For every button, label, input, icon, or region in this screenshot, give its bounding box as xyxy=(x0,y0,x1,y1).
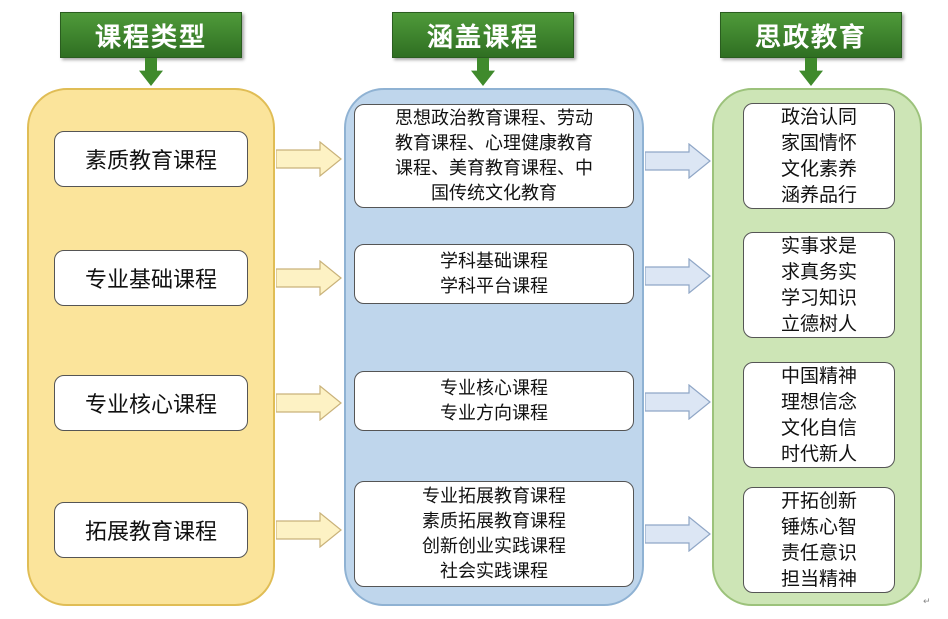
covered-course-line: 创新创业实践课程 xyxy=(422,536,566,557)
ideological-education-line: 文化自信 xyxy=(780,417,857,439)
covered-course-line: 学科基础课程 xyxy=(440,251,548,272)
course-type-label: 素质教育课程 xyxy=(84,149,217,174)
ideological-education-line: 涵养品行 xyxy=(780,184,857,206)
course-type-label: 拓展教育课程 xyxy=(84,520,217,545)
paragraph-mark: ↵ xyxy=(923,597,931,607)
right-arrow-icon xyxy=(276,512,342,548)
right-arrow-icon xyxy=(645,258,711,294)
ideological-education-line: 开拓创新 xyxy=(780,490,857,512)
ideological-education-line: 立德树人 xyxy=(780,313,857,335)
ideological-education-line: 政治认同 xyxy=(780,106,857,128)
right-arrow-icon xyxy=(276,260,342,296)
covered-course-line: 国传统文化教育 xyxy=(431,183,557,204)
covered-course-box: 专业核心课程 专业方向课程 xyxy=(354,371,634,431)
header-ideological-education: 思政教育 xyxy=(720,12,902,58)
course-type-box: 专业核心课程 xyxy=(54,375,248,431)
right-arrow-icon xyxy=(276,141,342,177)
covered-course-line: 课程、美育教育课程、中 xyxy=(395,158,593,179)
ideological-education-line: 时代新人 xyxy=(780,443,857,465)
right-arrow-icon xyxy=(645,516,711,552)
course-type-label: 专业基础课程 xyxy=(84,268,217,293)
right-arrow-icon xyxy=(645,143,711,179)
right-arrow-icon xyxy=(276,385,342,421)
ideological-education-line: 家国情怀 xyxy=(780,132,857,154)
covered-course-line: 教育课程、心理健康教育 xyxy=(395,133,593,154)
course-type-box: 拓展教育课程 xyxy=(54,502,248,558)
covered-course-box: 学科基础课程 学科平台课程 xyxy=(354,244,634,304)
ideological-education-box: 政治认同 家国情怀 文化素养 涵养品行 xyxy=(743,103,895,209)
ideological-education-line: 学习知识 xyxy=(780,287,857,309)
right-arrow-icon xyxy=(645,384,711,420)
ideological-education-line: 中国精神 xyxy=(780,365,857,387)
down-arrow-icon xyxy=(799,58,823,86)
ideological-education-line: 担当精神 xyxy=(780,568,857,590)
ideological-education-line: 锤炼心智 xyxy=(780,516,857,538)
ideological-education-line: 实事求是 xyxy=(780,235,857,257)
course-type-box: 素质教育课程 xyxy=(54,131,248,187)
course-type-box: 专业基础课程 xyxy=(54,250,248,306)
covered-course-line: 思想政治教育课程、劳动 xyxy=(395,108,593,129)
ideological-education-box: 开拓创新 锤炼心智 责任意识 担当精神 xyxy=(743,487,895,593)
covered-course-line: 专业方向课程 xyxy=(440,403,548,424)
ideological-education-line: 责任意识 xyxy=(780,542,857,564)
header-covered-courses: 涵盖课程 xyxy=(392,12,574,58)
down-arrow-icon xyxy=(471,58,495,86)
header-course-types: 课程类型 xyxy=(60,12,242,58)
down-arrow-icon xyxy=(139,58,163,86)
covered-course-line: 学科平台课程 xyxy=(440,276,548,297)
course-type-label: 专业核心课程 xyxy=(84,393,217,418)
ideological-education-line: 理想信念 xyxy=(780,391,857,413)
ideological-education-box: 中国精神 理想信念 文化自信 时代新人 xyxy=(743,362,895,468)
ideological-education-line: 求真务实 xyxy=(780,261,857,283)
covered-course-line: 专业核心课程 xyxy=(440,378,548,399)
covered-course-box: 思想政治教育课程、劳动 教育课程、心理健康教育 课程、美育教育课程、中 国传统文… xyxy=(354,104,634,208)
covered-course-line: 专业拓展教育课程 xyxy=(422,486,566,507)
covered-course-box: 专业拓展教育课程 素质拓展教育课程 创新创业实践课程 社会实践课程 xyxy=(354,481,634,587)
ideological-education-line: 文化素养 xyxy=(780,158,857,180)
covered-course-line: 素质拓展教育课程 xyxy=(422,511,566,532)
covered-course-line: 社会实践课程 xyxy=(440,561,548,582)
ideological-education-box: 实事求是 求真务实 学习知识 立德树人 xyxy=(743,232,895,338)
